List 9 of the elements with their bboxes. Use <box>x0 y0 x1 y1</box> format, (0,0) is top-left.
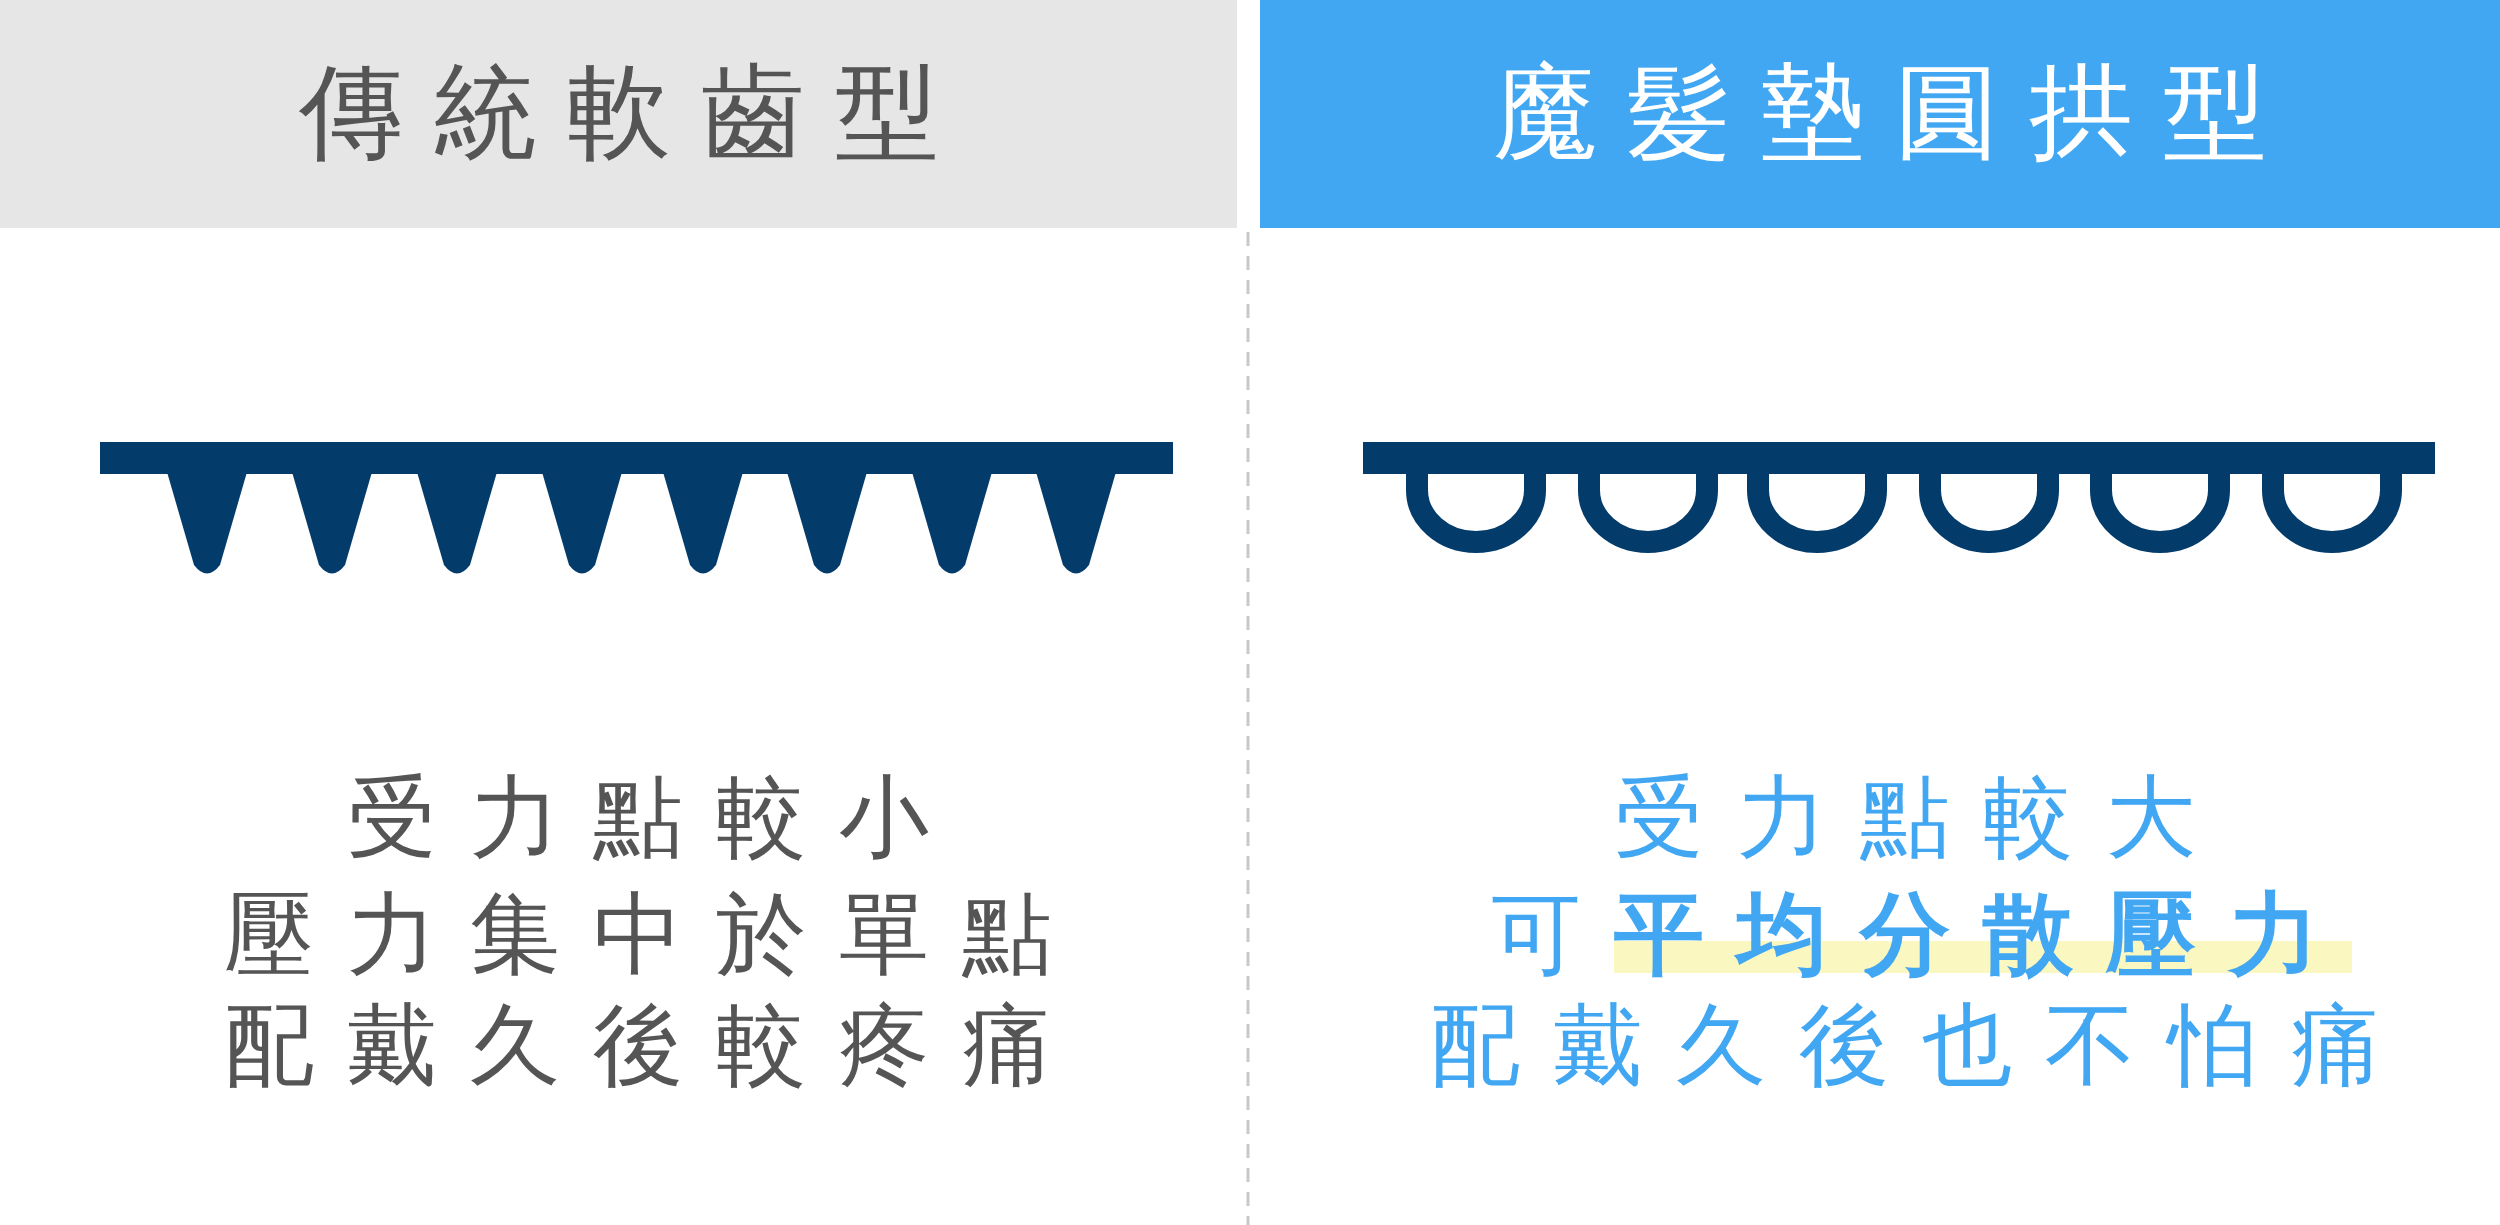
header-title: 傳統軟齒型 <box>298 50 969 175</box>
description-text: 受力點較小 <box>346 766 962 866</box>
description-text: 配戴久後也不怕痛 <box>1428 994 2414 1094</box>
description-text: 壓力集中於單點 <box>223 883 1085 983</box>
description-text: 受力點較大 <box>1613 766 2229 866</box>
description-text: 配戴久後較疼痛 <box>223 994 1085 1094</box>
header-title: 魔髮墊圓拱型 <box>1493 50 2297 175</box>
header-band <box>1260 0 2500 228</box>
header-band <box>0 0 1237 228</box>
